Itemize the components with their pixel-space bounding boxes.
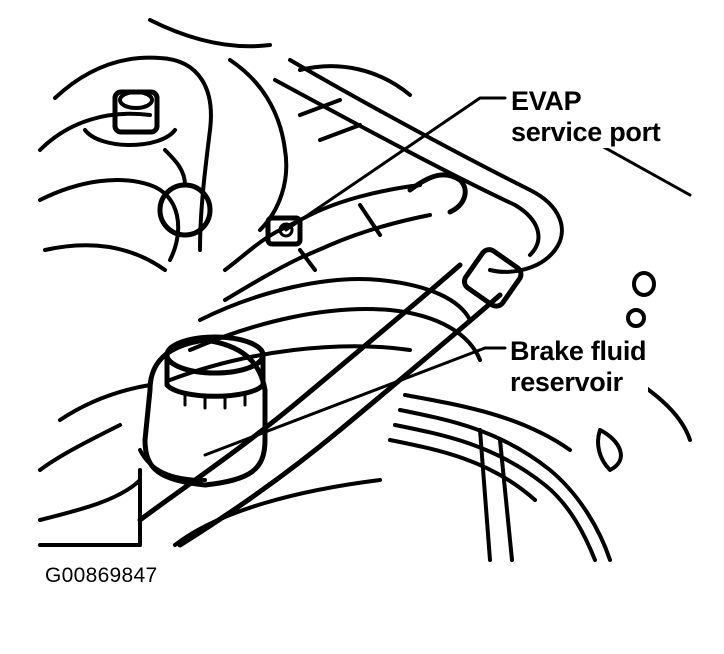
brake-label-line1: Brake fluid — [510, 336, 647, 366]
lower-left-structure — [38, 383, 382, 547]
evap-service-port-label: EVAP service port — [509, 86, 663, 148]
brake-lines — [388, 368, 692, 562]
figure-id: G00869847 — [45, 564, 158, 587]
brake-leader-line — [203, 346, 507, 457]
brake-label-line2: reservoir — [510, 367, 623, 397]
brake-fluid-reservoir-label: Brake fluid reservoir — [508, 336, 649, 398]
evap-leader-line — [284, 96, 692, 232]
valve-cap — [83, 89, 177, 147]
bolt-holes — [626, 271, 656, 328]
engine-block-outline — [38, 18, 412, 272]
knob — [157, 148, 213, 238]
evap-label-line1: EVAP — [511, 86, 582, 116]
evap-label-line2: service port — [511, 117, 661, 147]
master-cylinder — [168, 277, 482, 382]
upper-hose — [273, 58, 564, 274]
